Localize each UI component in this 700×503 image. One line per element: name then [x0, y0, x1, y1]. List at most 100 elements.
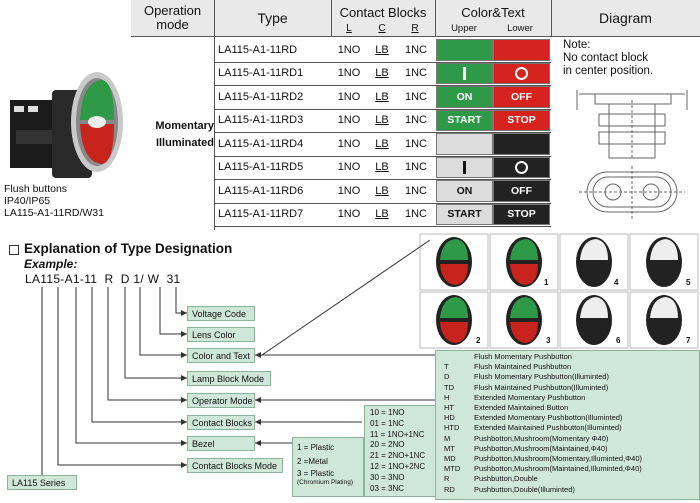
- operator-code: HD: [444, 413, 455, 423]
- operator-code: M: [444, 433, 451, 443]
- on-bar-icon: [463, 160, 466, 174]
- dimension-drawing: [576, 90, 688, 220]
- operator-code: T: [444, 362, 449, 372]
- label-series: LA115 Series: [7, 475, 77, 490]
- header-contact-c: C: [378, 22, 386, 34]
- caption-line-1: Flush buttons: [4, 183, 68, 195]
- row-color-upper: ON: [436, 180, 493, 202]
- thumb-num-5: 5: [686, 278, 691, 287]
- row-color-upper: START: [436, 109, 493, 131]
- spec-table: Operation mode Type Contact Blocks L C R…: [131, 0, 700, 230]
- operator-description: Flush Maintained Pushbutton(Illuminted): [474, 382, 609, 392]
- row-type: LA115-A1-11RD6: [218, 184, 304, 197]
- operator-description: Pushbotton,Mushroom(Momentary,Illuminted…: [474, 454, 642, 464]
- bezel-options: 1 = Plastic 2 =Metal 3 = Plastic (Chromi…: [292, 437, 364, 497]
- row-contact-l: 1NO: [337, 114, 361, 127]
- row-type: LA115-A1-11RD5: [218, 161, 304, 174]
- operator-option: TD Flush Maintained Pushbutton(Illuminted…: [444, 383, 699, 393]
- caption-line-2: IP40/IP65: [4, 195, 51, 207]
- operator-option: MTD Pushbotton,Mushroom(Maintained,Illumi…: [444, 464, 699, 474]
- mode-label: Momentary Illuminated: [155, 120, 214, 149]
- bezel-option-3-note: (Chromium Plating): [297, 479, 353, 486]
- row-contact-c: LB: [375, 137, 389, 150]
- operator-description: Extended Maintained Button: [474, 403, 569, 413]
- off-circle-icon: [515, 66, 528, 80]
- operator-option: HD Extended Momentary Pushbotton(Illumint…: [444, 413, 699, 423]
- row-contact-c: LB: [375, 43, 389, 56]
- button-text: STOP: [507, 208, 536, 221]
- operator-description: Pushbotton,Mushroom(Momentary Φ40): [474, 433, 609, 443]
- row-contact-c: LB: [375, 184, 389, 197]
- on-bar-icon: [463, 66, 466, 80]
- row-contact-r: 1NC: [404, 137, 427, 150]
- button-text: START: [447, 208, 482, 221]
- row-contact-r: 1NC: [404, 208, 427, 221]
- button-text: ON: [456, 184, 473, 197]
- row-contact-r: 1NC: [404, 90, 427, 103]
- operator-option: RD Pushbutton,Double(Illuminted): [444, 485, 699, 495]
- row-contact-l: 1NO: [337, 184, 361, 197]
- row-color-lower: STOP: [493, 109, 550, 131]
- contact-option: 12 = 1NO+2NC: [370, 461, 426, 471]
- operator-description: Flush Momentary Pushbutton: [474, 352, 572, 361]
- operator-description: Pushbotton,Mushroom(Maintained,Illuminte…: [474, 464, 642, 474]
- contact-option: 11 = 1NO+1NC: [370, 429, 425, 439]
- row-contact-l: 1NO: [337, 161, 361, 174]
- row-color-upper: [436, 39, 493, 61]
- explanation-title: Explanation of Type Designation: [24, 241, 233, 256]
- bullet-icon: [9, 245, 19, 255]
- caption-line-3: LA115-A1-11RD/W31: [4, 207, 104, 219]
- operator-code: MT: [444, 443, 455, 453]
- thumb-4: [646, 237, 682, 287]
- bezel-option-2: 2 =Metal: [297, 457, 328, 466]
- row-color-upper: [436, 156, 493, 178]
- operator-code: RD: [444, 484, 455, 494]
- row-contact-l: 1NO: [337, 208, 361, 221]
- header-type: Type: [257, 10, 288, 26]
- button-text: OFF: [511, 184, 532, 197]
- row-contact-c: LB: [375, 161, 389, 174]
- operator-option: HTD Extended Maintained Pushbutton(Illumi…: [444, 423, 699, 433]
- header-color-upper: Upper: [451, 22, 477, 34]
- operator-code: MTD: [444, 464, 461, 474]
- operator-code: HT: [444, 403, 454, 413]
- thumb-num-4: 4: [614, 278, 619, 287]
- operator-option: M Pushbotton,Mushroom(Momentary Φ40): [444, 434, 699, 444]
- operator-option: HT Extended Maintained Button: [444, 403, 699, 413]
- contact-option: 30 = 3NO: [370, 472, 405, 482]
- row-contact-r: 1NC: [404, 161, 427, 174]
- contact-option: 21 = 2NO+1NC: [370, 451, 426, 461]
- code-r: R: [104, 272, 114, 286]
- thumb-7: [576, 295, 612, 345]
- thumb-num-2: 2: [476, 336, 481, 345]
- label-operator-mode: Operator Mode: [187, 393, 255, 408]
- operator-code: TD: [444, 382, 454, 392]
- operator-description: Extended Momentary Pushbotton(Illuminted…: [474, 413, 623, 423]
- diagram-note: Note: No contact block in center positio…: [563, 39, 654, 77]
- header-color-lower: Lower: [507, 22, 533, 34]
- operator-description: Pushbutton,Double: [474, 474, 538, 484]
- row-color-upper: START: [436, 203, 493, 225]
- thumb-num-3: 3: [546, 336, 551, 345]
- operator-description: Pushbutton,Double(Illuminted): [474, 484, 575, 494]
- thumb-3: [576, 237, 612, 287]
- thumb-num-1: 1: [544, 278, 549, 287]
- label-lens-color: Lens Color: [187, 327, 255, 342]
- row-color-lower: OFF: [493, 86, 550, 108]
- thumb-5: [436, 295, 472, 345]
- operator-code: HTD: [444, 423, 460, 433]
- operator-description: Extended Maintained Pushbutton(Illuminte…: [474, 423, 622, 433]
- operator-description: Extended Momentary Pushbutton: [474, 392, 586, 402]
- row-contact-l: 1NO: [337, 43, 361, 56]
- row-contact-r: 1NC: [404, 184, 427, 197]
- header-contact-blocks: Contact Blocks: [339, 4, 427, 20]
- row-color-upper: ON: [436, 86, 493, 108]
- header-contact-l: L: [346, 22, 352, 34]
- thumb-8: [646, 295, 682, 345]
- code-series: LA115-A: [25, 272, 73, 286]
- row-color-lower: STOP: [493, 203, 550, 225]
- contact-option: 20 = 2NO: [370, 440, 405, 450]
